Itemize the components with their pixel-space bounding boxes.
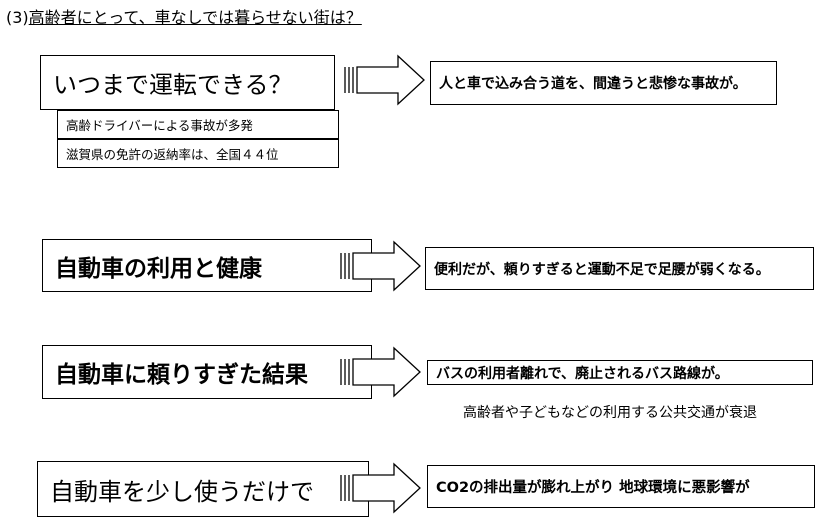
right-arrow-icon [344,54,425,106]
note-box-accidents: 高齢ドライバーによる事故が多発 [57,110,339,139]
right-arrow-icon [340,346,421,398]
topic-box-health: 自動車の利用と健康 [42,239,372,292]
result-box-environment: CO2の排出量が膨れ上がり 地球環境に悪影響が [427,465,815,508]
result-label: 人と車で込み合う道を、間違うと悲惨な事故が。 [439,76,747,92]
topic-label: いつまで運転できる？ [53,71,293,99]
right-arrow-icon [340,240,421,292]
result-box-accident: 人と車で込み合う道を、間違うと悲惨な事故が。 [430,61,777,105]
result-label: 便利だが、頼りすぎると運動不足で足腰が弱くなる。 [434,261,770,278]
note-label: 高齢ドライバーによる事故が多発 [66,118,253,133]
heading-title: 高齢者にとって、車なしでは暮らせない街は？ [28,8,362,27]
topic-box-over-reliance: 自動車に頼りすぎた結果 [42,345,372,399]
result-label: CO2の排出量が膨れ上がり 地球環境に悪影響が [436,480,750,496]
topic-box-driving: いつまで運転できる？ [40,55,335,110]
topic-label: 自動車の利用と健康 [55,255,262,282]
result-box-bus: バスの利用者離れで、廃止されるバス路線が。 [427,360,813,385]
heading-number: (3) [6,8,29,27]
topic-label: 自動車を少し使うだけで [50,477,314,506]
result-box-health: 便利だが、頼りすぎると運動不足で足腰が弱くなる。 [425,247,814,290]
note-box-return-rate: 滋賀県の免許の返納率は、全国４４位 [57,139,339,168]
note-public-transport: 高齢者や子どもなどの利用する公共交通が衰退 [463,405,757,421]
right-arrow-icon [340,462,421,514]
topic-label: 自動車に頼りすぎた結果 [55,362,308,388]
topic-box-co2: 自動車を少し使うだけで [37,461,369,517]
note-label: 滋賀県の免許の返納率は、全国４４位 [66,147,279,162]
section-heading: (3)高齢者にとって、車なしでは暮らせない街は？ [6,4,362,28]
result-label: バスの利用者離れで、廃止されるバス路線が。 [436,365,729,382]
